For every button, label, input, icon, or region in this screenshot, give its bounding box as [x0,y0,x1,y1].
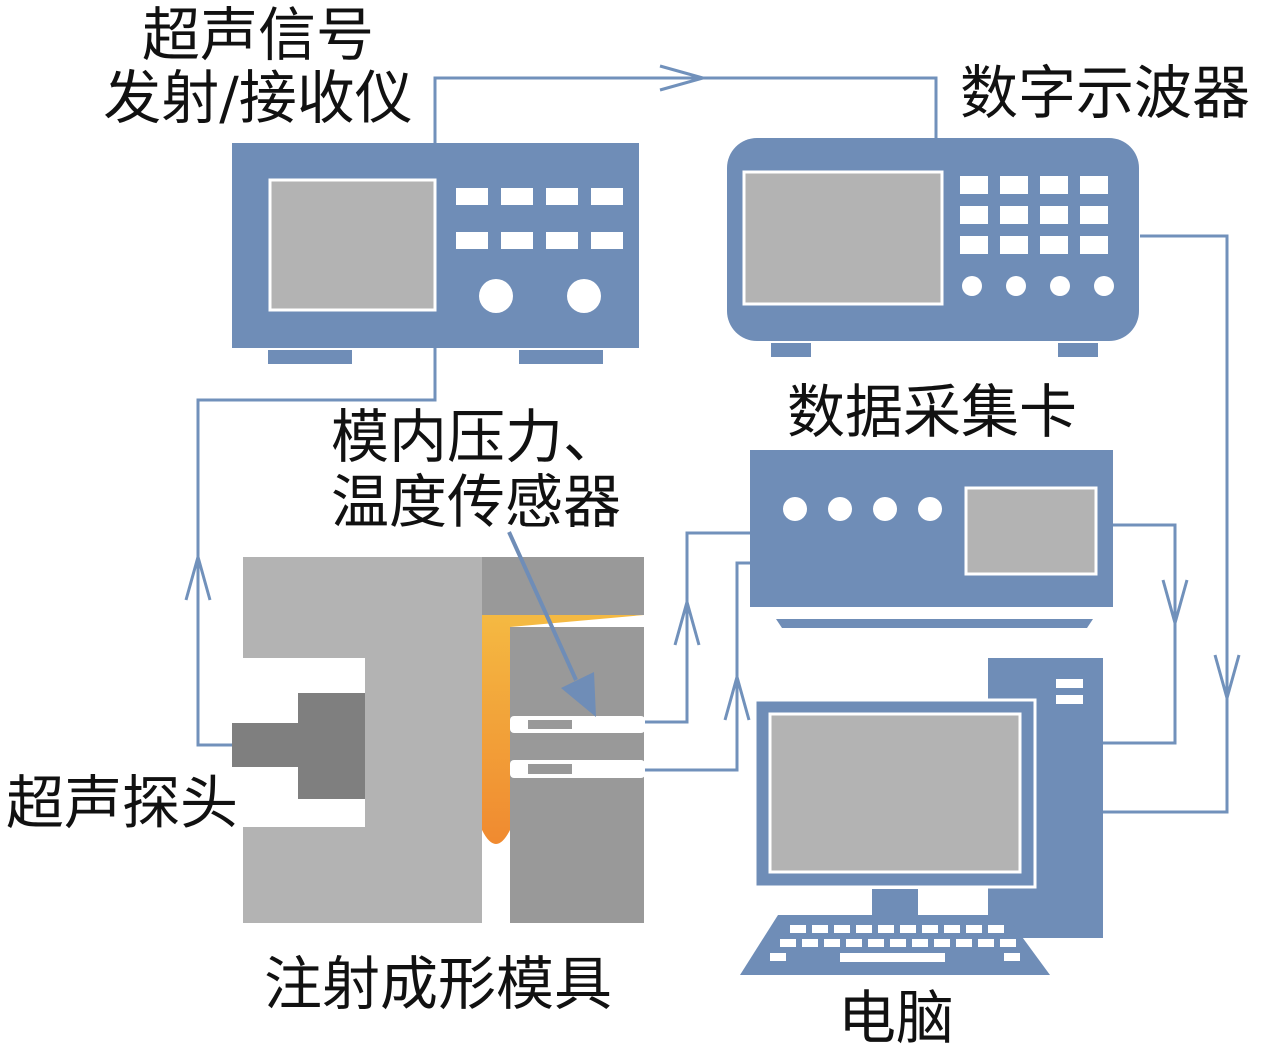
ultrasonic-pulser-receiver-icon [232,143,639,364]
pulser-buttons [456,188,623,249]
daq-card-icon [750,450,1113,628]
injection-mold-icon [243,557,645,923]
pulser-knob-left [479,279,513,313]
label-daq-card: 数据采集卡 [787,378,1077,446]
wire-oscilloscope-to-computer [1103,234,1229,814]
keyboard-keys [770,925,1020,962]
label-probe: 超声探头 [6,769,238,837]
wire-sensor1-to-daq [645,531,750,724]
label-pulser-line1: 超声信号 [142,1,374,69]
mold-right-upper [482,557,644,615]
arrow-down-daq-wire [1161,579,1189,629]
desktop-computer-icon [740,658,1103,975]
pulser-knob-right [567,279,601,313]
monitor-neck [872,889,918,915]
daq-screen [964,486,1098,576]
label-sensors-line1: 模内压力、 [331,403,621,471]
wire-sensor2-to-daq [645,561,750,772]
arrow-right-top [659,64,709,92]
probe-head [298,693,365,799]
pulser-foot-left [268,350,352,364]
oscilloscope-screen [742,170,944,306]
wire-daq-to-computer [1103,523,1177,745]
wire-pulser-to-oscilloscope [433,76,938,143]
sensor-body-2 [528,764,572,774]
label-computer: 电脑 [838,984,954,1047]
label-mold: 注射成形模具 [264,950,612,1018]
daq-base [776,619,1093,628]
connection-wires [184,64,1241,814]
label-oscilloscope: 数字示波器 [960,59,1250,127]
arrow-down-oscilloscope-wire [1213,654,1241,704]
sensor-pointer-arrow [507,531,596,717]
oscilloscope-foot-right [1058,343,1098,357]
oscilloscope-buttons [960,176,1114,296]
oscilloscope-icon [727,138,1139,357]
pulser-foot-right [519,350,603,364]
ultrasonic-probe-icon [232,693,365,799]
label-pulser-line2: 发射/接收仪 [103,64,413,132]
mold-runner-top [482,615,644,627]
mold-left-plate [243,557,482,923]
probe-cable-end [232,723,298,767]
melt-flow-channel [482,615,510,844]
oscilloscope-foot-left [771,343,811,357]
pulser-screen [268,178,437,312]
arrow-up-probe-wire [184,551,212,601]
monitor-screen [768,712,1022,874]
sensor-body-1 [528,720,572,729]
wire-pulser-to-probe [196,348,437,747]
arrow-up-sensor2-wire [723,671,751,721]
arrow-up-sensor1-wire [673,596,701,646]
label-sensors-line2: 温度传感器 [331,468,621,536]
